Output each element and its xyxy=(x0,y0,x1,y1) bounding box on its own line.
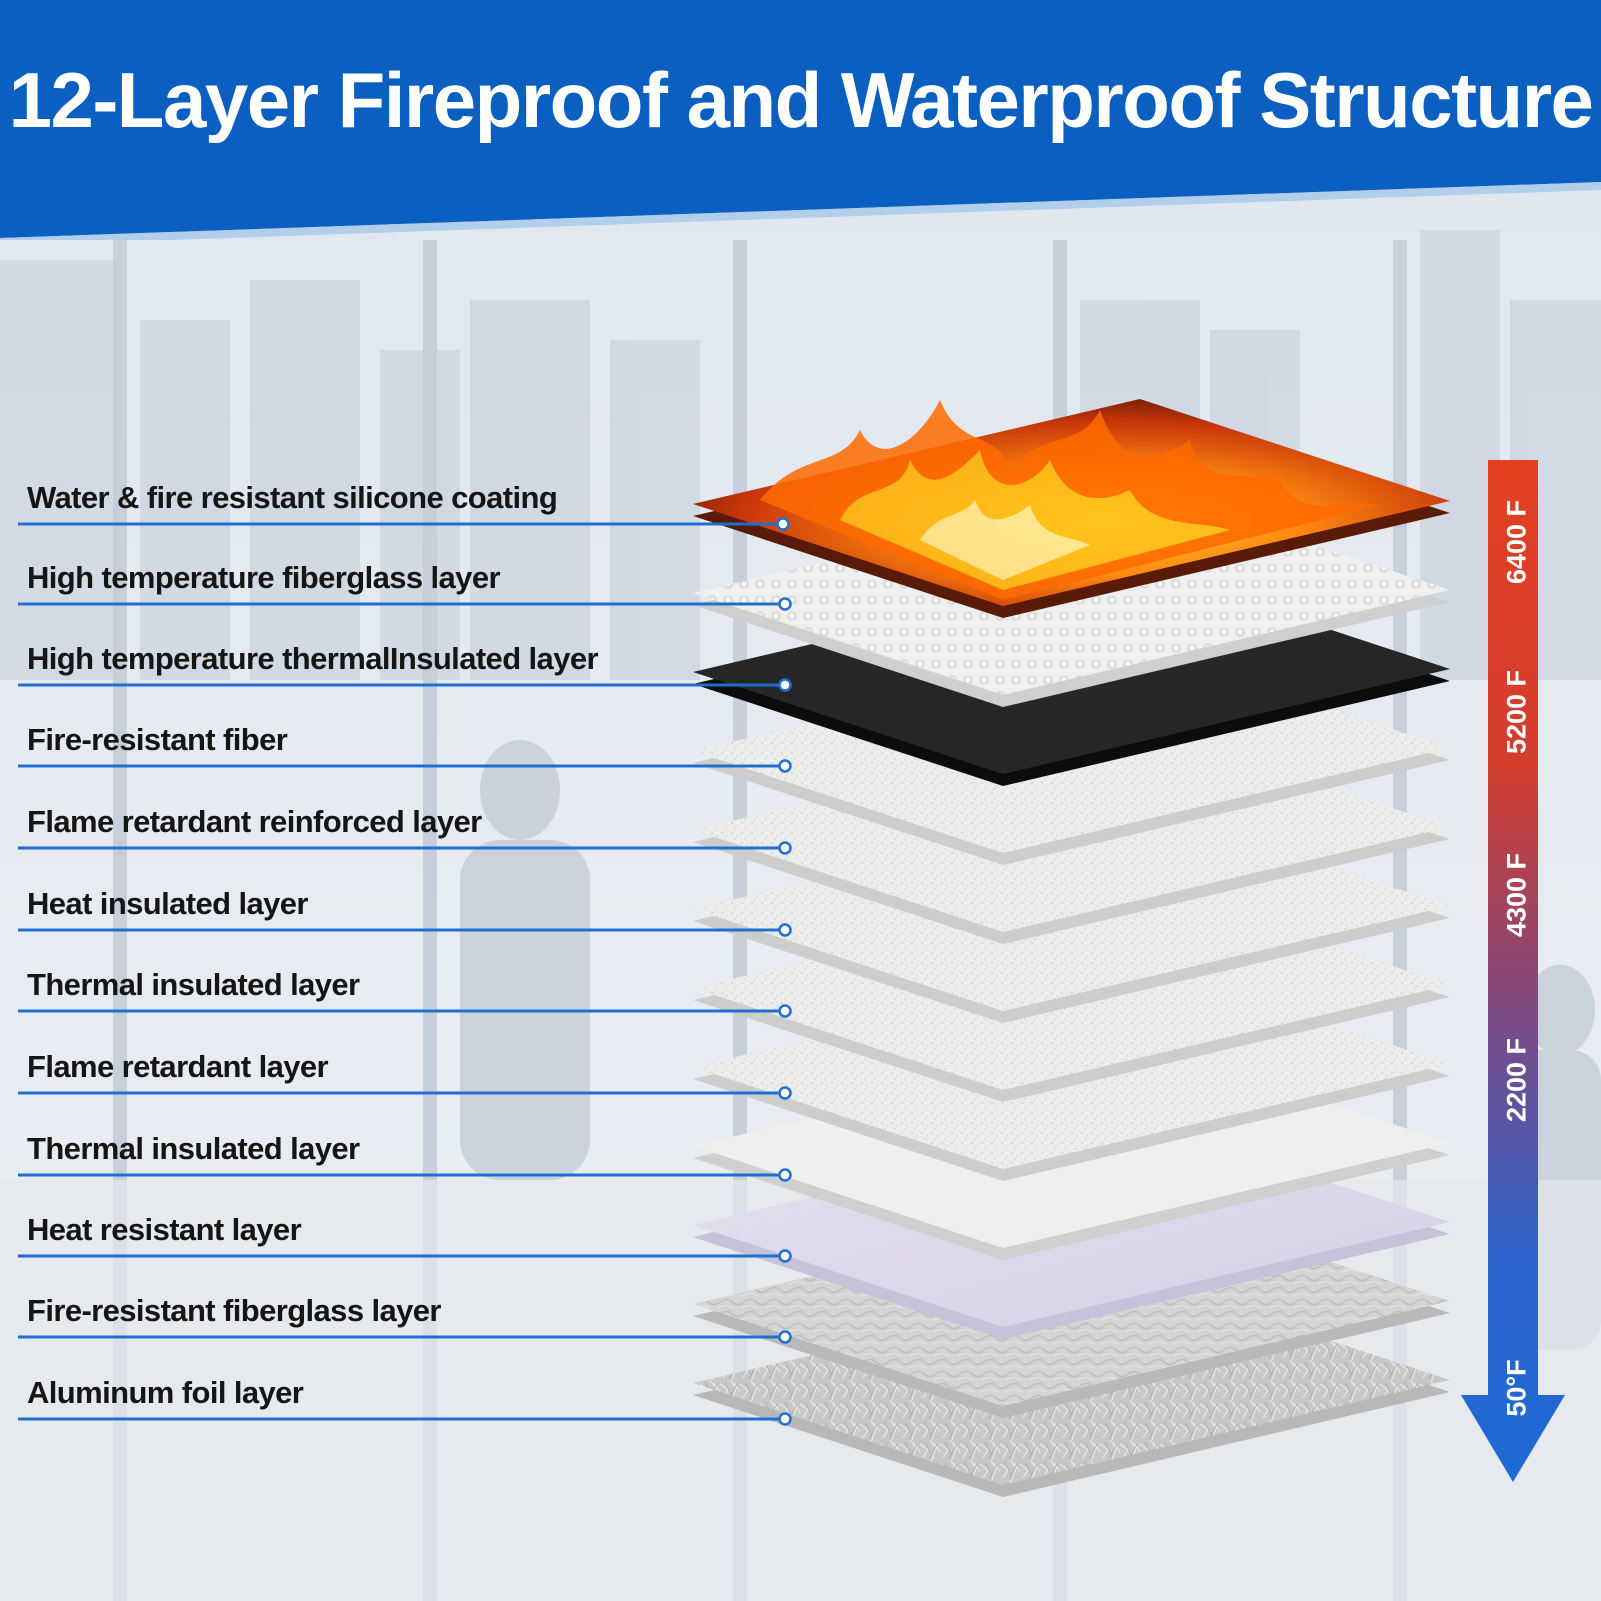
layer-label: Aluminum foil layer xyxy=(27,1375,304,1410)
page-title: 12-Layer Fireproof and Waterproof Struct… xyxy=(8,56,1594,144)
leader-dot xyxy=(778,759,792,773)
layer-label: Fire-resistant fiberglass layer xyxy=(27,1293,441,1328)
header-banner xyxy=(0,0,1601,240)
leader-dot xyxy=(778,1330,792,1344)
layer-label: Flame retardant layer xyxy=(27,1049,329,1084)
temperature-label: 6400 F xyxy=(1501,499,1532,585)
temperature-label: 50°F xyxy=(1501,1359,1532,1417)
temperature-label: 2200 F xyxy=(1501,1037,1532,1123)
leader-dot xyxy=(778,1412,792,1426)
layer-label: Thermal insulated layer xyxy=(27,1131,360,1166)
layer-label: Heat insulated layer xyxy=(27,886,309,921)
leader-dot xyxy=(778,597,792,611)
leader-dot xyxy=(776,517,790,531)
leader-dot xyxy=(778,678,792,692)
layer-label: Flame retardant reinforced layer xyxy=(27,804,482,839)
leader-dot xyxy=(778,1168,792,1182)
leader-dot xyxy=(778,923,792,937)
temperature-label: 4300 F xyxy=(1501,852,1532,938)
temperature-arrow xyxy=(1461,460,1565,1482)
layer-label: Water & fire resistant silicone coating xyxy=(27,480,558,515)
leader-dot xyxy=(778,841,792,855)
layer-label: Heat resistant layer xyxy=(27,1212,302,1247)
leader-dot xyxy=(778,1086,792,1100)
leader-dot xyxy=(778,1004,792,1018)
leader-dot xyxy=(778,1249,792,1263)
layer-label: High temperature fiberglass layer xyxy=(27,560,501,595)
layer-label: Fire-resistant fiber xyxy=(27,722,288,757)
temperature-label: 5200 F xyxy=(1501,669,1532,755)
layer-label: High temperature thermalInsulated layer xyxy=(27,641,599,676)
layer-label: Thermal insulated layer xyxy=(27,967,360,1002)
